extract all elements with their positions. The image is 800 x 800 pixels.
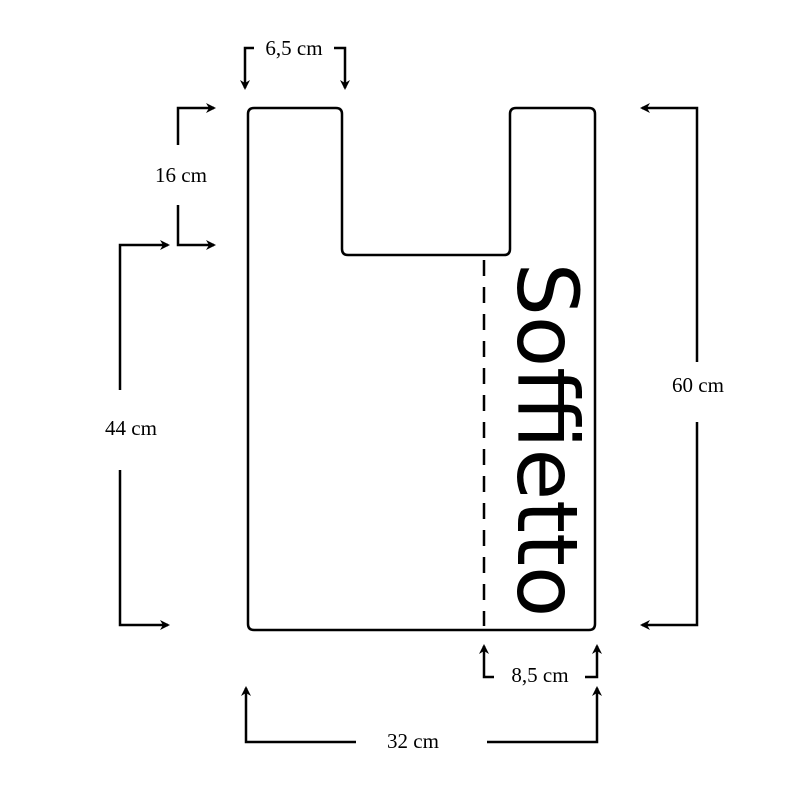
total-height-label: 60 cm — [672, 373, 724, 397]
handle-height-label: 16 cm — [155, 163, 207, 187]
body-height-dimension: 44 cm — [105, 240, 170, 630]
bag-outline — [246, 106, 597, 632]
handle-width-dimension: 6,5 cm — [240, 36, 350, 90]
gusset-label: Soffietto — [498, 263, 596, 618]
handle-width-label: 6,5 cm — [265, 36, 322, 60]
total-width-dimension: 32 cm — [241, 686, 602, 753]
gusset-width-dimension: 8,5 cm — [479, 644, 602, 687]
gusset-width-label: 8,5 cm — [511, 663, 568, 687]
body-height-label: 44 cm — [105, 416, 157, 440]
handle-height-dimension: 16 cm — [155, 103, 216, 250]
total-height-dimension: 60 cm — [640, 103, 724, 630]
total-width-label: 32 cm — [387, 729, 439, 753]
